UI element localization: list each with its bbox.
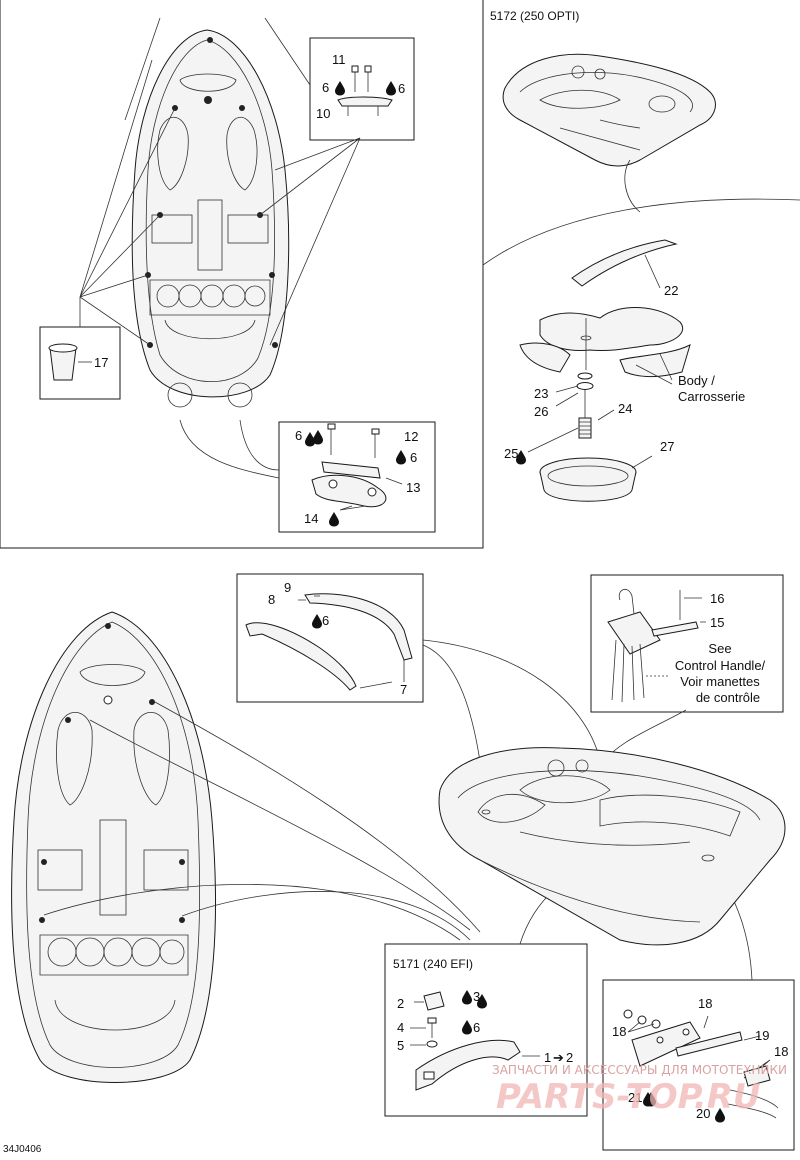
coaming-piece-22 bbox=[571, 239, 678, 289]
callout-25: 25 bbox=[504, 446, 518, 461]
callout-16: 16 bbox=[710, 591, 724, 606]
body-label-line2: Carrosserie bbox=[678, 389, 745, 404]
document-code: 34J0406 bbox=[3, 1144, 42, 1155]
callout-26: 26 bbox=[534, 404, 548, 419]
callout-22: 22 bbox=[664, 283, 678, 298]
efi-handle-assembly bbox=[410, 990, 540, 1091]
callout-4: 4 bbox=[397, 1020, 404, 1035]
panel-titles: 5172 (250 OPTI) 5171 (240 EFI) 34J0406 bbox=[3, 9, 579, 1155]
bracket-assembly bbox=[623, 1009, 779, 1123]
callout-11: 11 bbox=[332, 52, 346, 67]
callout-1-arrow: ➔ bbox=[553, 1050, 564, 1065]
control-handle-assembly bbox=[607, 588, 706, 703]
callout-8: 8 bbox=[268, 592, 275, 607]
callout-6d: 6 bbox=[410, 450, 417, 465]
callout-7: 7 bbox=[400, 682, 407, 697]
callout-24: 24 bbox=[618, 401, 632, 416]
hull-top-view-lower bbox=[11, 611, 216, 1083]
watermark-logo: PARTS-TOP.RU bbox=[496, 1077, 761, 1117]
callout-9: 9 bbox=[284, 580, 291, 595]
callout-2b: 2 bbox=[566, 1050, 573, 1065]
cleat-assembly bbox=[335, 65, 396, 116]
frame-plate-box bbox=[278, 421, 436, 533]
callout-14: 14 bbox=[304, 511, 318, 526]
mount-plate-assembly bbox=[311, 423, 406, 527]
callout-6f: 6 bbox=[473, 1020, 480, 1035]
callout-17: 17 bbox=[94, 355, 108, 370]
grab-handle-7 bbox=[245, 593, 413, 691]
callout-23: 23 bbox=[534, 386, 548, 401]
callout-6a: 6 bbox=[322, 80, 329, 95]
callout-6c: 6 bbox=[295, 428, 302, 443]
callout-2: 2 bbox=[397, 996, 404, 1011]
watermark: ЗАПЧАСТИ И АКСЕССУАРЫ ДЛЯ МОТОТЕХНИКИ PA… bbox=[492, 1063, 787, 1117]
callout-18a: 18 bbox=[698, 996, 712, 1011]
seat-cushions-upper bbox=[156, 284, 266, 308]
mount-stack bbox=[527, 372, 615, 453]
see-note-line1: See bbox=[708, 641, 731, 656]
see-note-line3: Voir manettes bbox=[680, 674, 760, 689]
callout-21: 21 bbox=[628, 1090, 642, 1105]
leader-lines-upper bbox=[79, 17, 361, 479]
callout-6b: 6 bbox=[398, 81, 405, 96]
callout-1: 1 bbox=[544, 1050, 551, 1065]
callout-18c: 18 bbox=[774, 1044, 788, 1059]
boat-iso-upper bbox=[502, 53, 716, 213]
body-label-line1: Body / bbox=[678, 373, 715, 388]
cup-holder bbox=[48, 343, 92, 381]
panel-label-opti: 5172 (250 OPTI) bbox=[490, 9, 579, 23]
callout-19: 19 bbox=[755, 1028, 769, 1043]
rub-rail-arc bbox=[482, 198, 800, 266]
hull-top-view-upper bbox=[131, 29, 290, 408]
see-note-line4: de contrôle bbox=[696, 690, 760, 705]
body-section bbox=[519, 307, 691, 385]
callout-15: 15 bbox=[710, 615, 724, 630]
see-note-line2: Control Handle/ bbox=[675, 658, 766, 673]
watermark-small: ЗАПЧАСТИ И АКСЕССУАРЫ ДЛЯ МОТОТЕХНИКИ bbox=[492, 1063, 787, 1077]
callout-numbers: 11 6 6 10 17 6 12 6 13 14 22 23 26 24 25… bbox=[94, 52, 788, 1121]
callout-20: 20 bbox=[696, 1106, 710, 1121]
callout-3: 3 bbox=[473, 989, 480, 1004]
callout-6e: 6 bbox=[322, 613, 329, 628]
callout-18b: 18 bbox=[612, 1024, 626, 1039]
callout-12: 12 bbox=[404, 429, 418, 444]
frame-cleat-box bbox=[309, 37, 415, 141]
gauge-ring-27 bbox=[539, 455, 653, 502]
boat-iso-lower bbox=[438, 747, 786, 946]
panel-label-efi: 5171 (240 EFI) bbox=[393, 957, 473, 971]
callout-27: 27 bbox=[660, 439, 674, 454]
callout-13: 13 bbox=[406, 480, 420, 495]
callout-10: 10 bbox=[316, 106, 330, 121]
callout-5: 5 bbox=[397, 1038, 404, 1053]
seat-cushions-lower bbox=[47, 937, 185, 967]
